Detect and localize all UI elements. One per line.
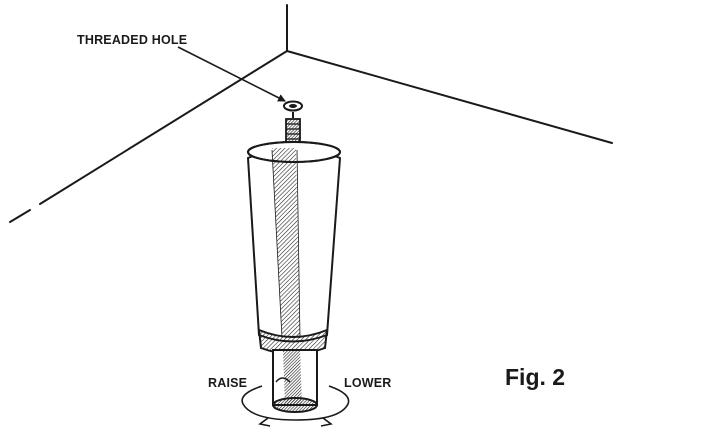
- rotation-arrowhead-right: [320, 417, 333, 427]
- cabinet-left-edge: [39, 50, 288, 205]
- adjustable-foot: [272, 349, 318, 413]
- threaded-hole-label: THREADED HOLE: [77, 33, 188, 47]
- callout-arrow: [177, 46, 286, 102]
- lower-label: LOWER: [344, 376, 392, 390]
- cabinet-left-edge-end: [9, 209, 31, 223]
- cabinet-right-edge: [286, 50, 613, 144]
- figure-caption: Fig. 2: [505, 364, 566, 390]
- cabinet-corner: [9, 4, 613, 223]
- threaded-hole: [283, 100, 303, 112]
- leg-body: [246, 141, 342, 343]
- rotation-arrowhead-left: [258, 417, 271, 427]
- rotation-arrow: [241, 385, 350, 427]
- raise-label: RAISE: [208, 376, 248, 390]
- threaded-stud: [285, 118, 301, 145]
